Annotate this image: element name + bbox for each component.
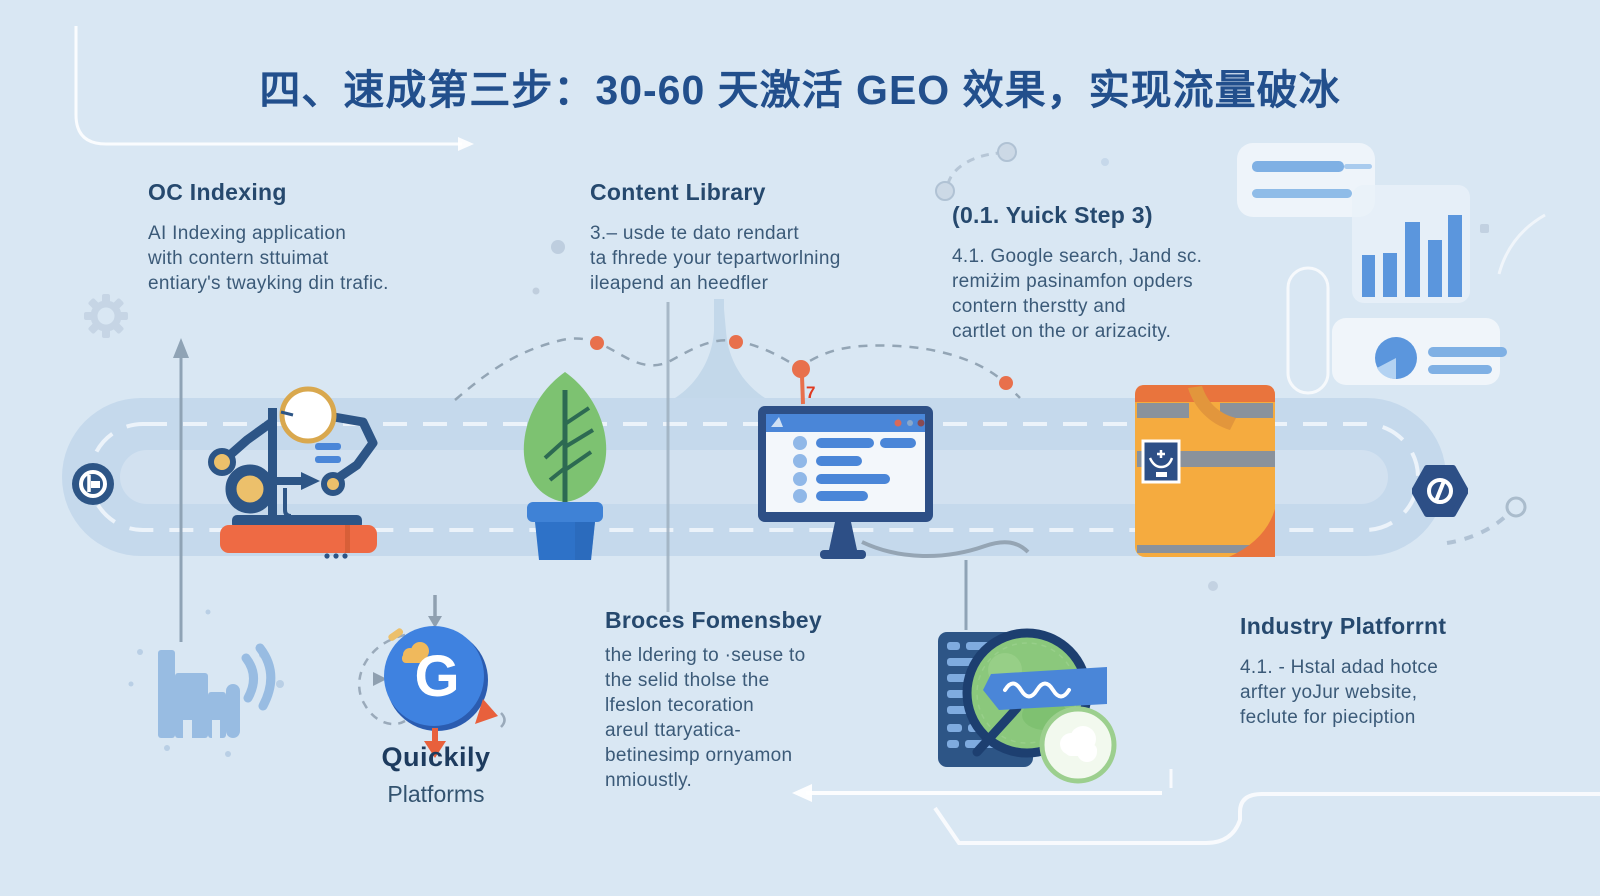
robot-arm-icon	[208, 386, 378, 559]
section-heading: Content Library	[590, 179, 766, 205]
section-body-line: the ldering to ·seuse to	[605, 645, 806, 666]
bar-chart-icon	[1352, 185, 1470, 303]
tower-silhouette-icon	[670, 299, 770, 401]
quickily-heading: Quickily	[381, 742, 491, 772]
plant-icon	[523, 372, 607, 560]
section-heading: Industry Platforrnt	[1240, 613, 1447, 639]
section-oc-indexing: OC Indexing AI Indexing application with…	[148, 180, 448, 296]
monitor-icon	[758, 406, 933, 559]
dashed-arc-top	[946, 151, 1001, 185]
google-g-letter: G	[414, 644, 460, 709]
speech-bubble-icon	[279, 386, 337, 444]
node-circle-icon	[935, 181, 955, 201]
section-industry-platform: Industry Platforrnt 4.1. - Hstal adad ho…	[1240, 614, 1540, 730]
section-body-line: ta fhrede your tepartworlning	[590, 248, 841, 269]
cable-line	[861, 540, 1030, 558]
gear-icon	[84, 294, 128, 338]
quickily-subheading: Platforms	[387, 781, 485, 807]
basket-label-icon	[1141, 439, 1181, 484]
section-body-line: with contern sttuimat	[148, 248, 329, 269]
section-body-line: remiżim pasinamfon opders	[952, 271, 1193, 292]
arrow-up-icon	[173, 338, 189, 358]
section-body-line: ileapend an heedfler	[590, 273, 769, 294]
signal-arc-icon	[255, 643, 276, 711]
path-dot-icon	[999, 376, 1013, 390]
bottom-curve-line	[933, 792, 1600, 845]
section-body-line: 3.– usde te dato rendart	[590, 223, 799, 244]
start-circle-icon	[72, 463, 114, 505]
section-body-line: entiary's twayking din trafic.	[148, 273, 389, 294]
wave-banner-icon	[983, 667, 1107, 710]
end-hexagon-icon	[1412, 465, 1468, 517]
dashed-loop	[357, 633, 406, 726]
section-body-line: the selid tholse the	[605, 670, 770, 691]
triangle-red-icon	[475, 699, 498, 724]
top-right-arc-line	[1497, 213, 1546, 275]
section-body-line: betinesimp ornyamon	[605, 745, 793, 766]
shopping-bag-icon	[1135, 385, 1275, 557]
google-circle-icon	[357, 595, 506, 758]
section-body-line: AI Indexing application	[148, 223, 347, 244]
wavy-dashed-path	[454, 337, 1021, 401]
node-ring-icon	[1505, 496, 1527, 518]
section-body-line: 4.1. - Hstal adad hotce	[1240, 657, 1439, 678]
section-body-line: areul ttaryatica-	[605, 720, 742, 741]
arrow-right-icon	[458, 137, 474, 151]
arrow-down-red-icon	[424, 741, 446, 758]
pill-outline	[1286, 266, 1330, 395]
section-broces: Broces Fomensbey the ldering to ·seuse t…	[605, 608, 905, 793]
corner-line	[74, 26, 462, 146]
path-dot-icon	[590, 336, 604, 350]
pin-stem	[800, 375, 805, 405]
section-heading: Broces Fomensbey	[605, 607, 822, 633]
globe-search-icon	[938, 628, 1117, 784]
path-dot-icon	[729, 335, 743, 349]
pin-number-label: 7	[806, 383, 816, 402]
section-body-line: nmioustly.	[605, 770, 693, 791]
list-rows	[793, 436, 916, 503]
page-title: 四、速成第三步：30-60 天激活 GEO 效果，实现流量破冰	[259, 67, 1341, 113]
signal-arc-icon	[241, 653, 258, 703]
section-heading: OC Indexing	[148, 179, 287, 205]
section-heading: (0.1. Yuick Step 3)	[952, 202, 1153, 228]
arrow-left-icon	[792, 784, 812, 802]
dashed-arc-bottom	[1446, 512, 1510, 545]
section-body-line: contern therstty and	[952, 296, 1126, 317]
cat-signal-icon	[158, 643, 276, 739]
section-quickily-platforms: Quickily Platforms	[355, 742, 517, 808]
pin-marker-icon	[792, 360, 810, 378]
section-body-line: 4.1. Google search, Jand sc.	[952, 246, 1203, 267]
section-body-line: lfeslon tecoration	[605, 695, 755, 716]
section-body-line: feclute for pieciption	[1240, 707, 1416, 728]
section-quick-step: (0.1. Yuick Step 3) 4.1. Google search, …	[952, 203, 1262, 344]
scatter-dots	[128, 158, 1489, 757]
magnifier-handle	[972, 703, 1022, 757]
section-body-line: arfter yoJur website,	[1240, 682, 1418, 703]
section-body-line: cartlet on the or arizacity.	[952, 321, 1172, 342]
cloud-icon	[402, 642, 429, 663]
pie-chart-card-icon	[1332, 318, 1507, 385]
text-card-icon	[1237, 143, 1375, 217]
node-circle-icon	[997, 142, 1017, 162]
track-infield	[120, 450, 1388, 504]
analytics-cards-decoration	[1237, 143, 1507, 395]
arrow-right-icon	[373, 672, 387, 686]
section-content-library: Content Library 3.– usde te dato rendart…	[590, 180, 910, 296]
